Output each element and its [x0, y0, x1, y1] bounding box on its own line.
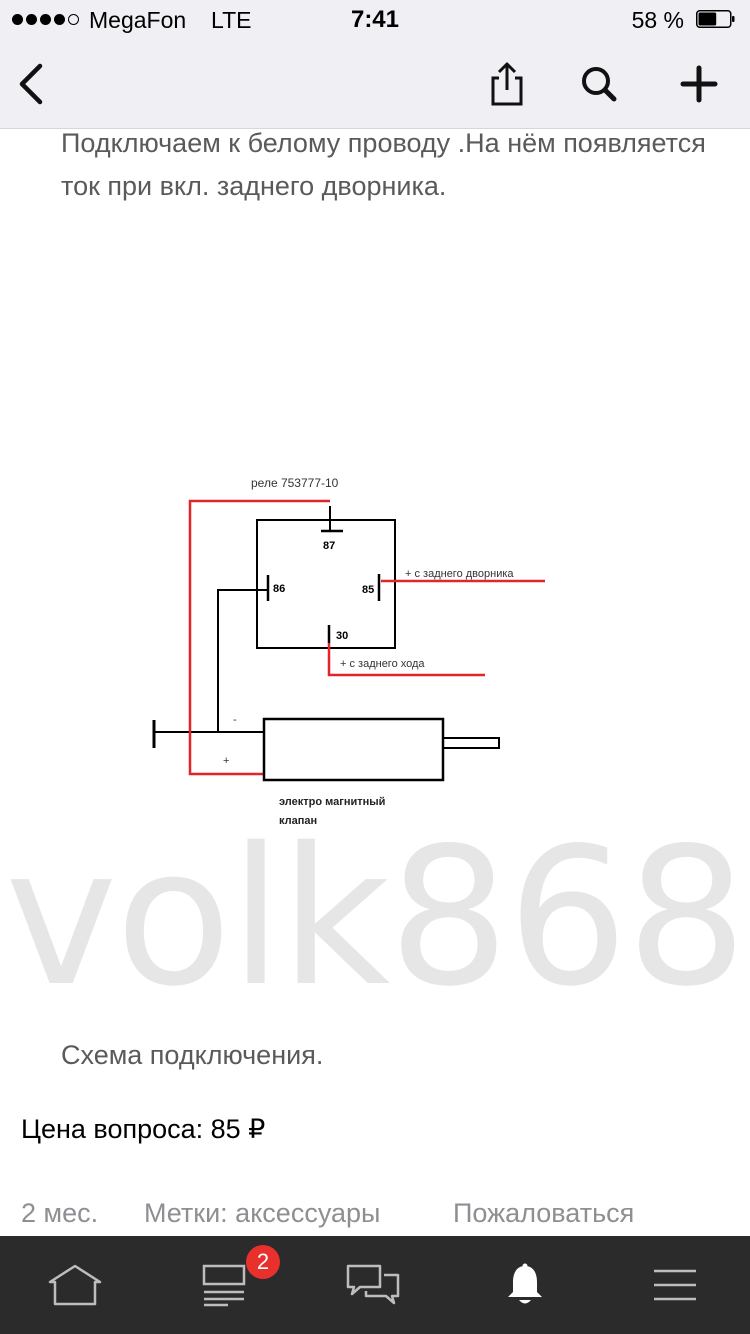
relay-box — [256, 519, 396, 649]
pin-85-label: 85 — [362, 584, 374, 596]
minus-label: - — [233, 714, 237, 726]
navigation-bar — [0, 40, 750, 129]
pin-87-label: 87 — [323, 540, 335, 552]
tab-menu[interactable] — [625, 1236, 725, 1334]
search-button[interactable] — [574, 40, 624, 128]
pin-86-label: 86 — [273, 583, 285, 595]
home-icon — [48, 1264, 102, 1306]
feed-badge: 2 — [246, 1245, 280, 1279]
red-wire-30 — [327, 643, 485, 677]
bell-icon — [508, 1263, 542, 1304]
tab-home[interactable] — [25, 1236, 125, 1334]
back-button[interactable] — [6, 40, 56, 128]
post-text: Подключаем к белому проводу .На нём появ… — [61, 128, 706, 201]
valve-label-1: электро магнитный — [279, 796, 385, 808]
image-caption: Схема подключения. — [61, 1040, 324, 1070]
price-text: Цена вопроса: 85 ₽ — [21, 1114, 266, 1144]
wiring-diagram: реле 753777-10 87 86 85 30 + с заднего д… — [152, 476, 545, 827]
search-icon — [582, 67, 617, 102]
image-watermark: volk868 — [4, 807, 747, 1028]
red-wire-87 — [188, 499, 330, 776]
carrier-name: MegaFon — [89, 7, 187, 33]
tab-notifications[interactable] — [475, 1236, 575, 1334]
plus-label: + — [223, 755, 229, 767]
feed-icon — [202, 1264, 246, 1307]
tab-messages[interactable] — [324, 1236, 424, 1334]
relay-title: реле 753777-10 — [251, 476, 339, 490]
menu-icon — [654, 1269, 696, 1301]
post-tags-link[interactable]: Метки: аксессуары — [144, 1198, 381, 1228]
valve-label-2: клапан — [279, 815, 317, 827]
solenoid-valve — [262, 717, 445, 782]
tab-bar — [0, 1236, 750, 1334]
tab-feed[interactable] — [175, 1236, 275, 1334]
add-button[interactable] — [674, 40, 724, 128]
reverse-wire-label: + с заднего хода — [340, 658, 425, 670]
messages-icon — [346, 1264, 400, 1305]
battery-percent: 58 % — [631, 7, 684, 33]
signal-strength-icon — [12, 14, 79, 25]
pin-30-label: 30 — [336, 630, 348, 642]
plus-icon — [680, 65, 718, 103]
share-icon — [491, 62, 523, 106]
wiper-wire-label: + с заднего дворника — [405, 568, 514, 580]
network-type: LTE — [211, 7, 252, 33]
status-bar: MegaFon LTE 7:41 58 % — [0, 0, 750, 40]
valve-plunger — [442, 737, 500, 749]
share-button[interactable] — [482, 40, 532, 128]
post-date: 2 мес. — [21, 1198, 99, 1228]
report-link[interactable]: Пожаловаться — [453, 1198, 635, 1228]
back-chevron-icon — [19, 63, 43, 105]
post-content: Подключаем к белому проводу .На нём появ… — [0, 128, 750, 1236]
battery-icon — [696, 10, 735, 28]
